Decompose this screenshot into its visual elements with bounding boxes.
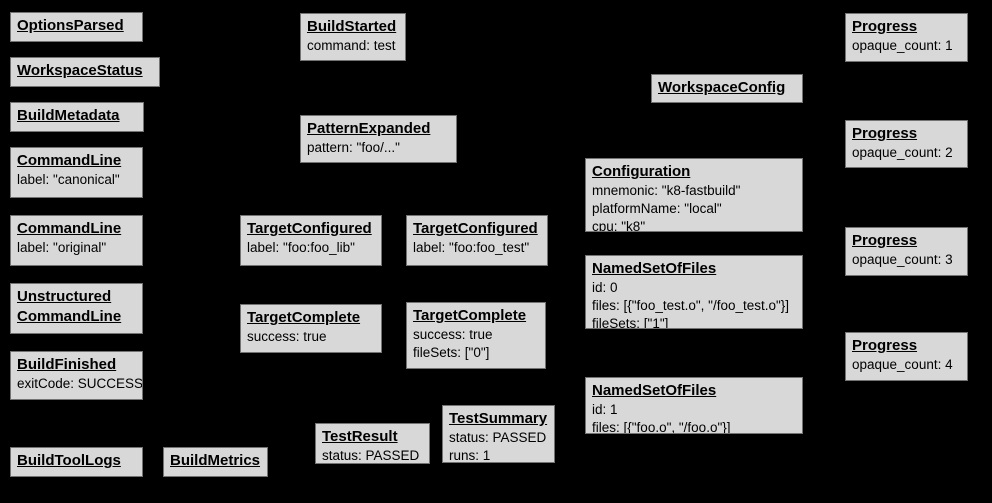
node-title: Configuration — [592, 163, 691, 180]
node-options-parsed: OptionsParsed — [10, 12, 143, 42]
node-detail: success: true — [413, 327, 493, 342]
node-title: BuildFinished — [17, 356, 117, 373]
node-title: WorkspaceStatus — [17, 62, 143, 79]
node-title: Progress — [852, 18, 918, 35]
node-title: TargetComplete — [247, 309, 361, 326]
node-title: Progress — [852, 337, 918, 354]
node-build-finished: BuildFinished exitCode: SUCCESS — [10, 351, 143, 400]
node-detail: opaque_count: 3 — [852, 252, 953, 267]
node-target-complete-test: TargetComplete success: true fileSets: [… — [406, 302, 546, 369]
node-detail: fileSets: ["0"] — [413, 345, 490, 360]
node-build-metadata: BuildMetadata — [10, 102, 144, 132]
node-test-result: TestResult status: PASSED — [315, 423, 430, 464]
node-title: TargetConfigured — [413, 220, 538, 237]
node-title: CommandLine — [17, 308, 122, 325]
node-workspace-status: WorkspaceStatus — [10, 57, 160, 87]
node-detail: pattern: "foo/..." — [307, 140, 400, 155]
node-named-set-of-files-0: NamedSetOfFiles id: 0 files: [{"foo_test… — [585, 255, 803, 329]
node-build-tool-logs: BuildToolLogs — [10, 447, 143, 477]
node-configuration: Configuration mnemonic: "k8-fastbuild" p… — [585, 158, 803, 232]
node-target-complete-lib: TargetComplete success: true — [240, 304, 382, 353]
node-title: PatternExpanded — [307, 120, 431, 137]
node-detail: runs: 1 — [449, 448, 491, 463]
node-detail: exitCode: SUCCESS — [17, 376, 143, 391]
node-progress-1: Progress opaque_count: 1 — [845, 13, 968, 62]
node-progress-4: Progress opaque_count: 4 — [845, 332, 968, 381]
node-detail: label: "foo:foo_test" — [413, 240, 530, 255]
node-title: BuildMetadata — [17, 107, 120, 124]
node-detail: id: 1 — [592, 402, 618, 417]
node-progress-3: Progress opaque_count: 3 — [845, 227, 968, 276]
node-title: TargetConfigured — [247, 220, 372, 237]
node-title: WorkspaceConfig — [658, 79, 786, 96]
node-title: BuildToolLogs — [17, 452, 121, 469]
node-title: TestResult — [322, 428, 398, 445]
node-detail: status: PASSED — [322, 448, 420, 463]
node-title: NamedSetOfFiles — [592, 260, 717, 277]
node-detail: opaque_count: 4 — [852, 357, 953, 372]
node-detail: status: PASSED — [449, 430, 547, 445]
node-detail: files: [{"foo_test.o", "/foo_test.o"}] — [592, 298, 790, 313]
node-title: TargetComplete — [413, 307, 527, 324]
node-title: OptionsParsed — [17, 17, 124, 34]
node-detail: platformName: "local" — [592, 201, 722, 216]
node-title: NamedSetOfFiles — [592, 382, 717, 399]
node-detail: fileSets: ["1"] — [592, 316, 669, 329]
node-detail: command: test — [307, 38, 396, 53]
node-pattern-expanded: PatternExpanded pattern: "foo/..." — [300, 115, 457, 163]
node-build-started: BuildStarted command: test — [300, 13, 406, 61]
node-build-metrics: BuildMetrics — [163, 447, 268, 477]
node-command-line-original: CommandLine label: "original" — [10, 215, 143, 266]
node-detail: id: 0 — [592, 280, 618, 295]
node-named-set-of-files-1: NamedSetOfFiles id: 1 files: [{"foo.o", … — [585, 377, 803, 434]
node-title: Progress — [852, 232, 918, 249]
node-title: BuildMetrics — [170, 452, 261, 469]
node-detail: opaque_count: 1 — [852, 38, 953, 53]
node-detail: cpu: "k8" — [592, 219, 646, 232]
node-detail: label: "original" — [17, 240, 107, 255]
node-target-configured-test: TargetConfigured label: "foo:foo_test" — [406, 215, 548, 266]
node-detail: files: [{"foo.o", "/foo.o"}] — [592, 420, 731, 434]
node-command-line-canonical: CommandLine label: "canonical" — [10, 147, 143, 198]
node-title: CommandLine — [17, 152, 122, 169]
node-detail: opaque_count: 2 — [852, 145, 953, 160]
node-workspace-config: WorkspaceConfig — [651, 74, 803, 103]
node-title: Unstructured — [17, 288, 112, 305]
node-title: CommandLine — [17, 220, 122, 237]
node-target-configured-lib: TargetConfigured label: "foo:foo_lib" — [240, 215, 382, 266]
node-detail: label: "foo:foo_lib" — [247, 240, 355, 255]
node-unstructured-command-line: Unstructured CommandLine — [10, 283, 143, 334]
node-test-summary: TestSummary status: PASSED runs: 1 — [442, 405, 555, 463]
node-detail: label: "canonical" — [17, 172, 120, 187]
node-title: Progress — [852, 125, 918, 142]
node-title: TestSummary — [449, 410, 548, 427]
node-title: BuildStarted — [307, 18, 397, 35]
node-detail: success: true — [247, 329, 327, 344]
node-detail: mnemonic: "k8-fastbuild" — [592, 183, 741, 198]
node-progress-2: Progress opaque_count: 2 — [845, 120, 968, 168]
